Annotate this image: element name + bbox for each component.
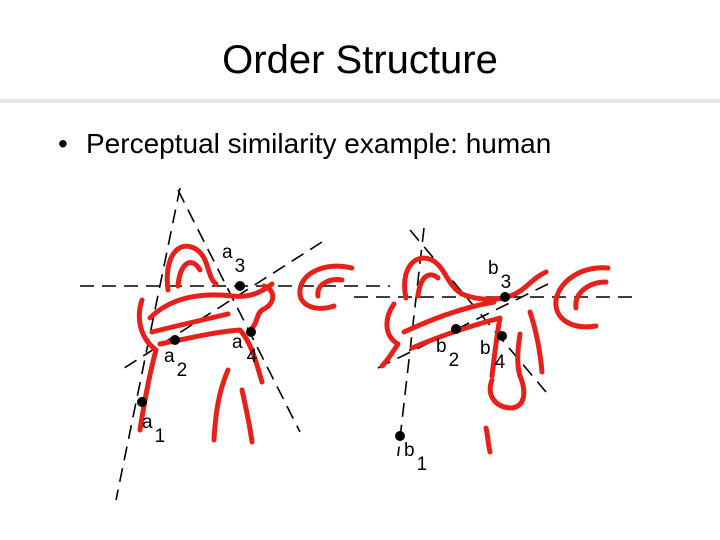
- right-dashed-diagonal-1: [409, 229, 547, 393]
- left-point-a2: [170, 335, 180, 345]
- left-back-stroke: [136, 297, 159, 433]
- left-leg-stroke-2: [239, 387, 255, 445]
- bullet-dot-icon: •: [58, 128, 68, 159]
- left-point-a4: [246, 327, 256, 337]
- right-cup-stroke-2: [573, 279, 609, 311]
- right-point-b2: [451, 324, 461, 334]
- left-point-a1: [137, 397, 147, 407]
- right-label-b1: b1: [404, 440, 427, 475]
- right-label-b2: b2: [436, 336, 459, 371]
- left-label-a1: a1: [142, 412, 165, 447]
- right-head-inner-stroke: [415, 272, 441, 299]
- right-cup-stroke: [553, 265, 611, 330]
- left-cup-stroke-2: [315, 277, 345, 299]
- right-label-b3: b3: [488, 258, 511, 293]
- slide-title: Order Structure: [222, 38, 498, 82]
- right-point-b3: [500, 292, 510, 302]
- left-head-inner-stroke: [175, 260, 203, 289]
- right-label-b4: b4: [480, 338, 506, 373]
- left-dashed-diagonal-1: [177, 189, 301, 433]
- bullet-text: Perceptual similarity example: human: [86, 128, 552, 159]
- left-label-a3: a3: [222, 242, 245, 277]
- left-hand-stroke: [247, 283, 276, 333]
- right-arm-stroke-2: [409, 315, 503, 379]
- right-body-stroke: [487, 331, 527, 411]
- right-dashed-vertical-line: [397, 227, 425, 457]
- right-back-stroke: [379, 301, 401, 369]
- title-divider: [0, 99, 720, 103]
- left-shoulder-stroke: [147, 281, 275, 321]
- left-dashed-diagonal-2: [117, 241, 323, 373]
- left-leg-stroke: [211, 367, 231, 443]
- left-cup-stroke: [297, 263, 355, 311]
- left-arm-stroke-2: [157, 327, 265, 385]
- right-point-b4: [497, 331, 507, 341]
- left-point-a3: [235, 281, 245, 291]
- left-head-stroke: [164, 243, 219, 293]
- left-label-a4: a4: [232, 332, 258, 367]
- right-dashed-diagonal-2: [377, 283, 549, 369]
- right-hand-stroke: [507, 269, 549, 299]
- left-human-figure: a1 a2 a3 a4: [80, 187, 390, 501]
- right-head-stroke: [402, 255, 509, 302]
- right-leg-stroke: [483, 425, 493, 455]
- left-arm-stroke: [149, 311, 231, 335]
- right-arm-stroke: [401, 299, 497, 335]
- bullet-item: • Perceptual similarity example: human: [58, 126, 551, 162]
- right-leg-stroke-2: [527, 309, 545, 375]
- right-point-b1: [395, 431, 405, 441]
- right-human-figure: b1 b2 b3 b4: [354, 227, 636, 475]
- left-label-a2: a2: [164, 346, 187, 381]
